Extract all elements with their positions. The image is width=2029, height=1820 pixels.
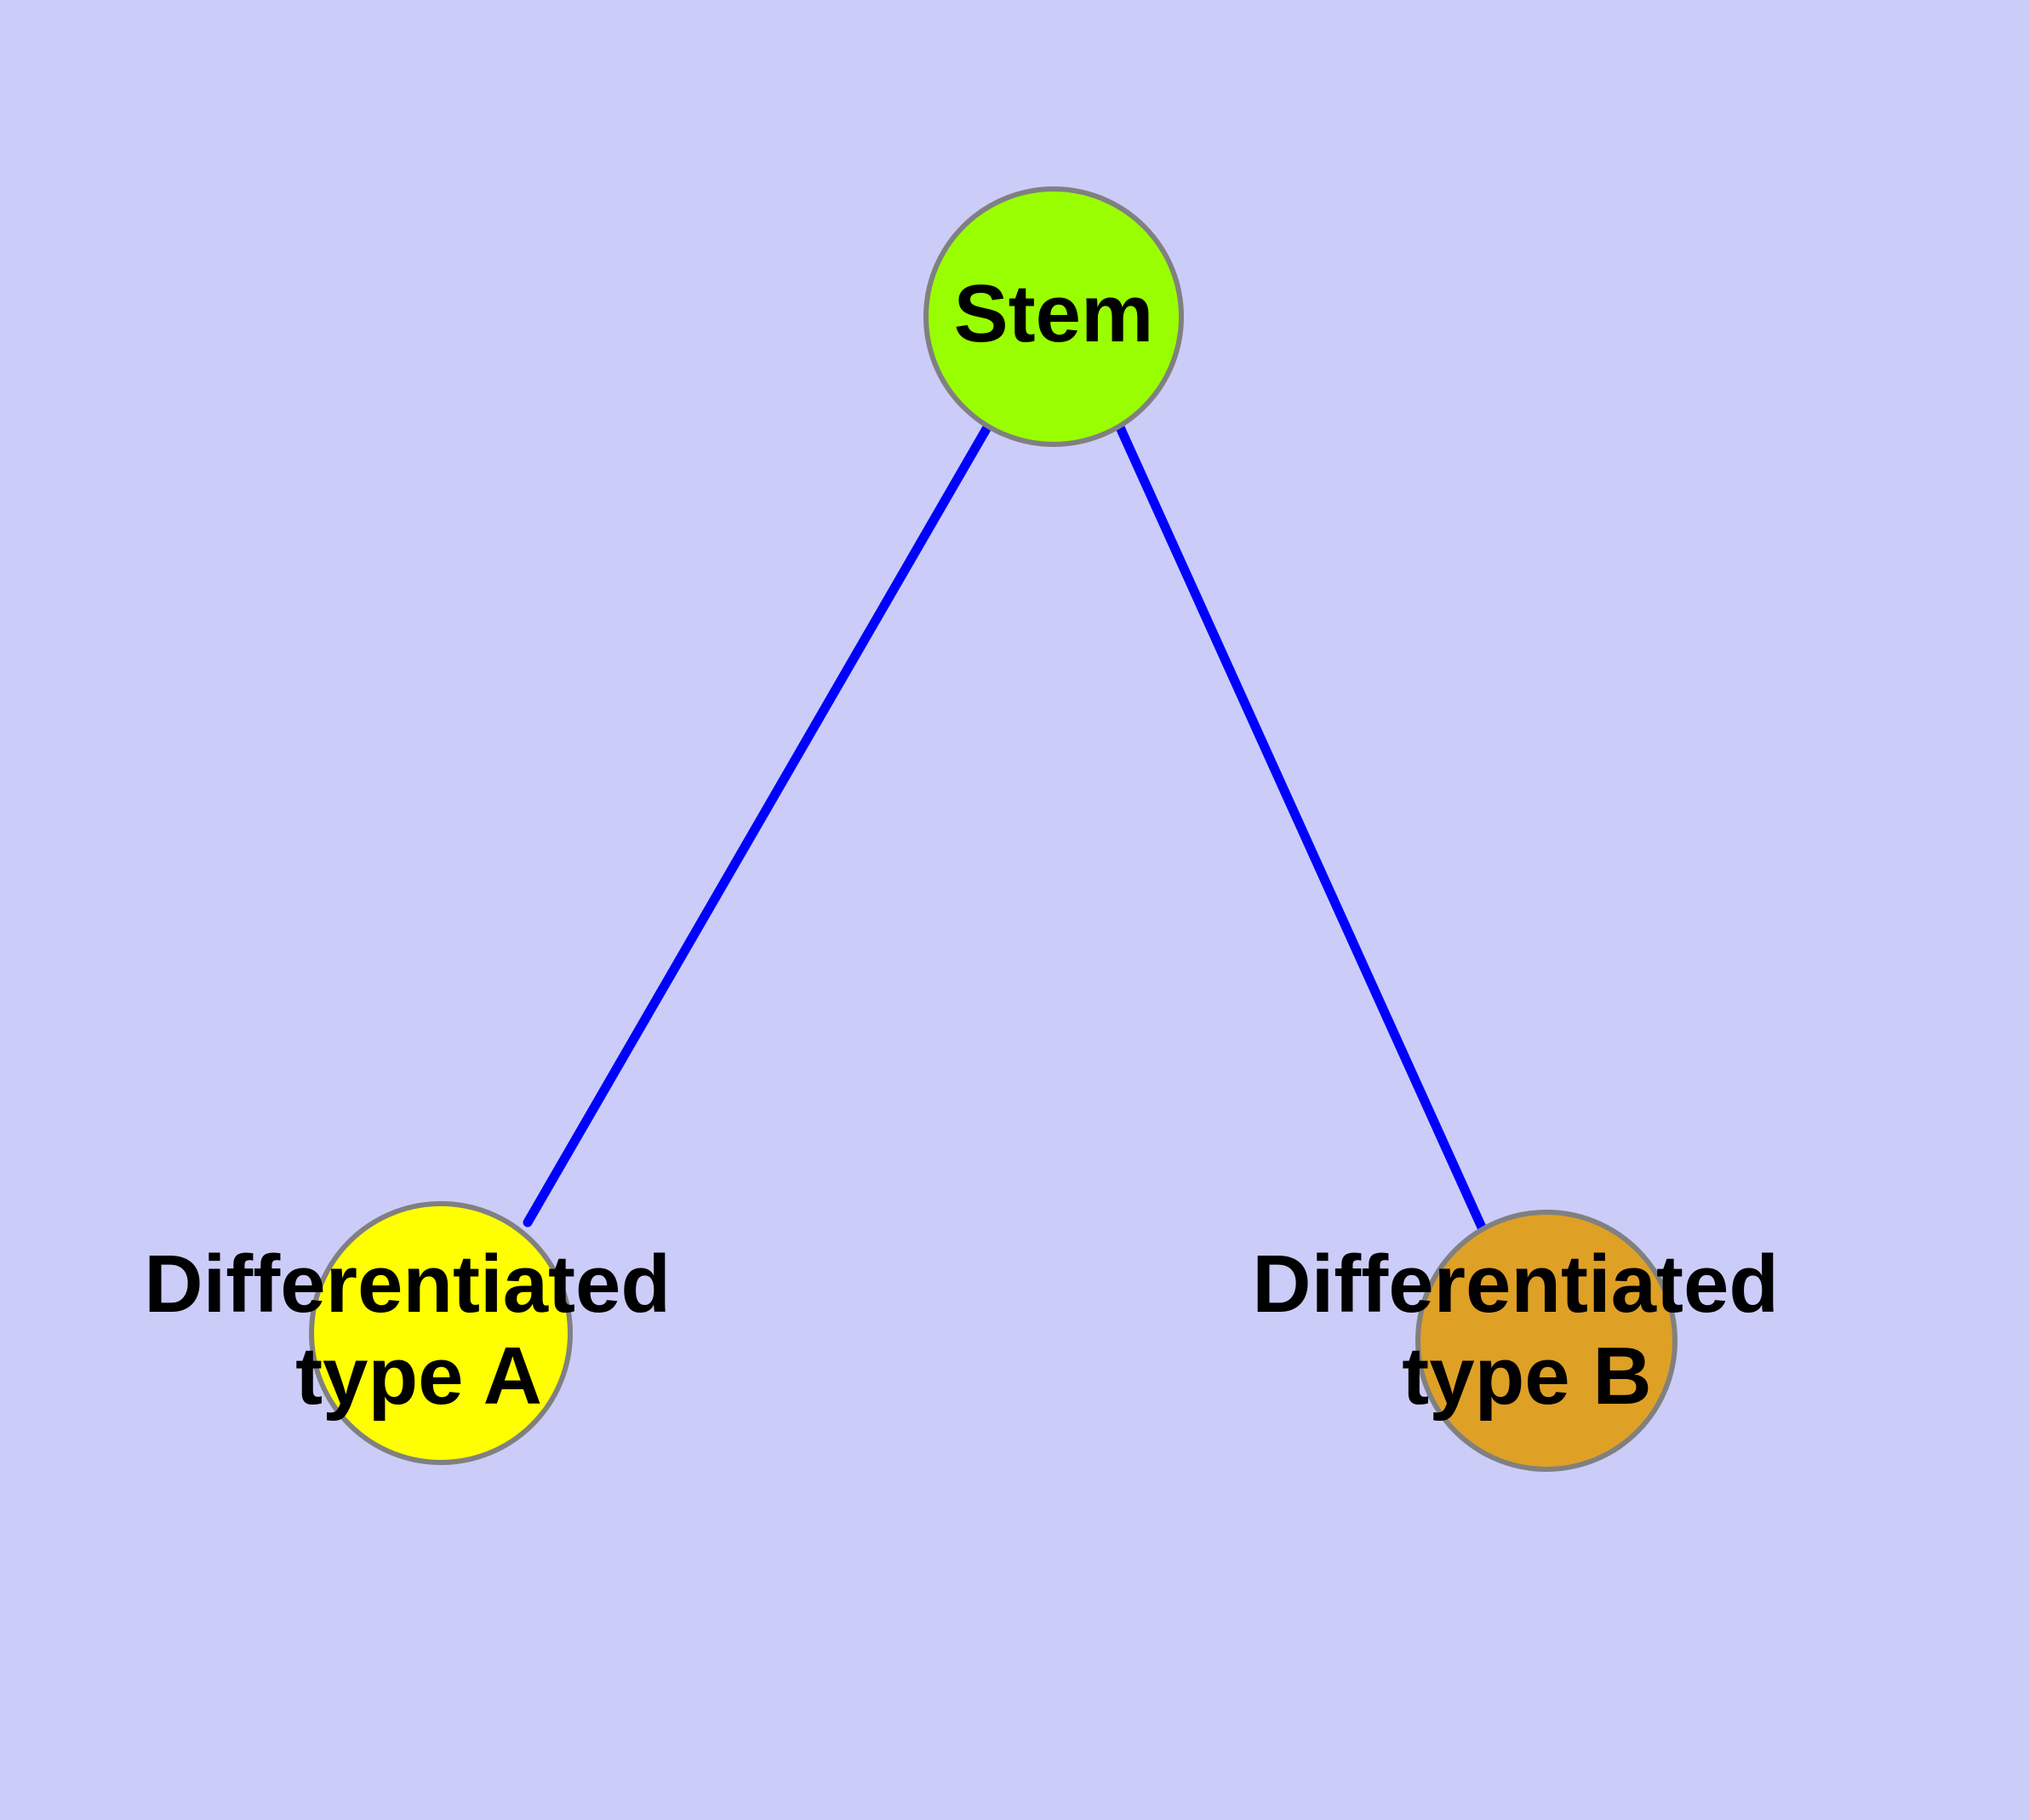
node-diff-a-label-line2: type A xyxy=(295,1331,542,1422)
node-diff-b[interactable] xyxy=(1415,1210,1677,1472)
node-diff-a[interactable] xyxy=(309,1201,573,1465)
edge-layer xyxy=(523,422,1488,1234)
node-diff-b-label-line2: type B xyxy=(1402,1331,1651,1422)
edge-stem-to-diff-b[interactable] xyxy=(1115,422,1488,1234)
node-stem[interactable]: Stem xyxy=(923,186,1184,447)
node-diff-b-label-line1: Differentiated xyxy=(1252,1239,1779,1330)
node-diff-a-label: Differentiated type A xyxy=(144,1239,693,1422)
node-stem-circle[interactable] xyxy=(923,186,1184,447)
node-diff-a-circle[interactable] xyxy=(309,1201,573,1465)
node-stem-label-line1: Stem xyxy=(954,268,1154,359)
node-stem-label: Stem xyxy=(954,268,1154,359)
edge-stem-to-diff-a[interactable] xyxy=(523,422,992,1228)
node-diff-a-label-line1: Differentiated xyxy=(144,1239,671,1330)
node-layer: Stem Differentiated type A Differentiate… xyxy=(144,186,1801,1472)
node-diff-b-circle[interactable] xyxy=(1415,1210,1677,1472)
node-diff-b-label: Differentiated type B xyxy=(1252,1239,1801,1422)
